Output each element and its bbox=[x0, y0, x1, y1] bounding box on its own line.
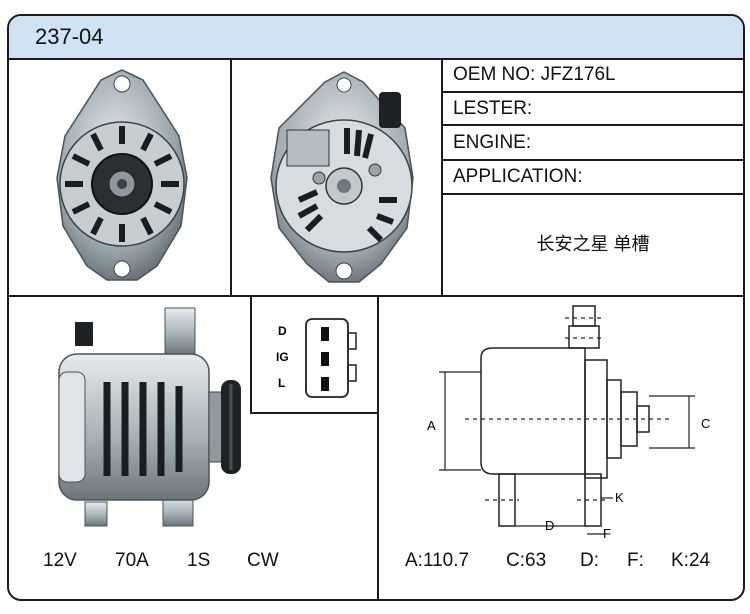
dimension-f-value: F: bbox=[627, 550, 644, 571]
application-value: 长安之星 单槽 bbox=[536, 234, 650, 254]
oem-row: OEM NO: JFZ176L bbox=[443, 59, 743, 91]
dimension-label-k: K bbox=[615, 490, 624, 505]
oem-value: JFZ176L bbox=[540, 64, 616, 85]
dimension-k-value: K:24 bbox=[671, 550, 711, 571]
engine-label: ENGINE: bbox=[453, 132, 532, 153]
dimension-label-f: F bbox=[603, 526, 611, 538]
dimension-label-a: A bbox=[427, 418, 436, 433]
alternator-rear-view bbox=[270, 71, 414, 283]
connector-pin-label: IG bbox=[276, 350, 289, 364]
engine-row: ENGINE: bbox=[443, 127, 743, 159]
application-row: APPLICATION: bbox=[443, 161, 743, 193]
connector-pin-label: L bbox=[278, 376, 285, 390]
connector-pin-label: D bbox=[278, 324, 287, 338]
grid-line bbox=[9, 295, 743, 297]
dimension-d-value: D: bbox=[580, 550, 599, 571]
oem-label: OEM NO: bbox=[453, 64, 536, 85]
grid-line bbox=[377, 295, 379, 599]
product-sheet: 237-04 OEM NO: JFZ176L LESTER: ENGINE: A… bbox=[7, 14, 745, 601]
application-label: APPLICATION: bbox=[453, 166, 583, 187]
dimension-label-c: C bbox=[701, 416, 710, 431]
grid-line bbox=[230, 58, 232, 296]
rotation-spec: CW bbox=[247, 550, 279, 571]
grid-line bbox=[443, 193, 743, 195]
grid-line bbox=[443, 91, 743, 93]
dimension-a-value: A:110.7 bbox=[405, 550, 470, 571]
alternator-side-view bbox=[58, 307, 241, 527]
dimension-drawing: A C D F K bbox=[427, 305, 710, 538]
amperage-spec: 70A bbox=[115, 550, 149, 571]
grid-line bbox=[443, 159, 743, 161]
voltage-spec: 12V bbox=[43, 550, 77, 571]
dimension-c-value: C:63 bbox=[506, 550, 547, 571]
connector-box-border bbox=[250, 412, 378, 414]
grid-line bbox=[441, 58, 443, 296]
lester-label: LESTER: bbox=[453, 98, 533, 119]
connector-diagram: D IG L bbox=[276, 318, 357, 398]
title-bar: 237-04 bbox=[9, 16, 743, 60]
part-number-title: 237-04 bbox=[35, 24, 104, 49]
dimension-label-d: D bbox=[545, 518, 554, 533]
alternator-front-view bbox=[56, 69, 188, 281]
pulley-spec: 1S bbox=[187, 550, 211, 571]
connector-box-border bbox=[250, 297, 252, 413]
grid-line bbox=[443, 124, 743, 126]
lester-row: LESTER: bbox=[443, 93, 743, 125]
